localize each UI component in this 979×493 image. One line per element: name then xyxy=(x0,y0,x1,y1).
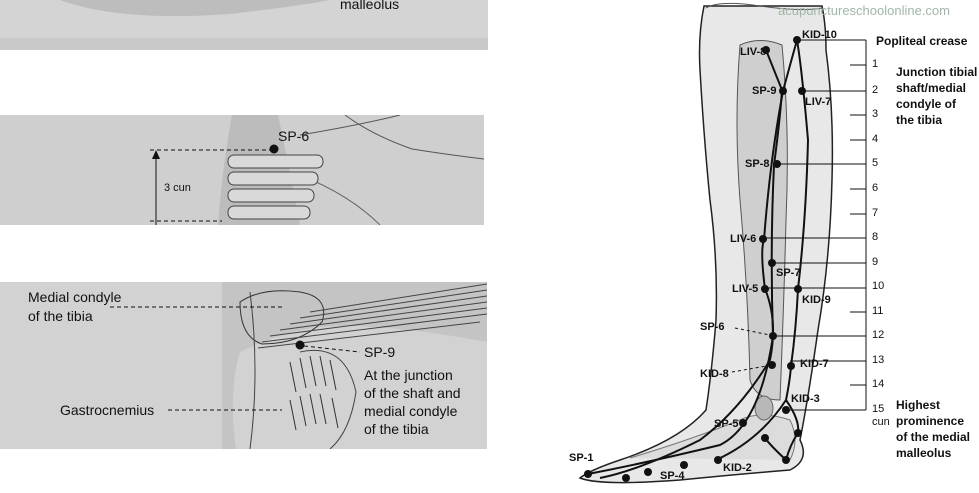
sp6-diagram-label: SP-6 xyxy=(700,321,725,333)
sp9-leader xyxy=(303,345,361,353)
scale-tick-3: 3 xyxy=(872,108,879,120)
scale-tick-9: 9 xyxy=(872,256,879,268)
sp9-note-line-1: At the junction xyxy=(364,367,453,383)
sp8-label: SP-8 xyxy=(745,158,770,170)
malleolus-label-line-1: Highest xyxy=(896,398,941,412)
scale-unit: cun xyxy=(872,416,890,428)
kid3-label: KID-3 xyxy=(791,393,820,405)
photo-panel-malleolus: malleolus xyxy=(0,0,488,50)
scale-tick-6: 6 xyxy=(872,182,879,194)
malleolus-label-line-4: malleolus xyxy=(896,446,952,460)
popliteal-crease-label: Popliteal crease xyxy=(876,34,968,48)
scale-tick-8: 8 xyxy=(872,231,879,243)
sp9-label: SP-9 xyxy=(364,344,396,360)
scale-tick-10: 10 xyxy=(872,280,885,292)
scale-tick-5: 5 xyxy=(872,157,879,169)
scale-tick-4: 4 xyxy=(872,133,879,145)
liv5-label: LIV-5 xyxy=(732,283,759,295)
condyle-label-line-1: Medial condyle xyxy=(28,289,122,305)
sp5-label: SP-5 xyxy=(714,418,739,430)
junction-label-line-2: shaft/medial xyxy=(896,81,967,95)
sp6-point-marker xyxy=(269,144,279,154)
scale-tick-11: 11 xyxy=(872,305,884,317)
kid9-label: KID-9 xyxy=(802,294,831,306)
sp9-point-marker xyxy=(295,340,305,350)
condyle-label-line-2: of the tibia xyxy=(28,308,93,324)
malleolus-bump xyxy=(754,395,774,421)
kid8-label: KID-8 xyxy=(700,368,729,380)
photo-panel-sp6: SP-6 3 cun xyxy=(0,115,484,225)
junction-label-line-3: condyle of xyxy=(896,97,957,111)
liv8-label: LIV-8 xyxy=(740,46,767,58)
sp9-note-line-3: medial condyle xyxy=(364,403,458,419)
sp6-label: SP-6 xyxy=(278,128,310,144)
acupoint-markers xyxy=(584,36,806,482)
scale-tick-7: 7 xyxy=(872,207,879,219)
kid7-label: KID-7 xyxy=(800,358,829,370)
sp7-label: SP-7 xyxy=(776,267,801,279)
photo-panel-sp9: Medial condyle of the tibia Gastrocnemiu… xyxy=(0,282,487,449)
watermark: acupunctureschoolonline.com xyxy=(778,3,950,18)
scale-tick-14: 14 xyxy=(872,378,885,390)
foot-photo-shape xyxy=(0,0,488,50)
gastrocnemius-label: Gastrocnemius xyxy=(60,402,155,418)
sp9-note-line-4: of the tibia xyxy=(364,421,429,437)
cun-scale-ticks xyxy=(764,39,866,411)
kid2-label: KID-2 xyxy=(723,462,752,474)
junction-label-line-1: Junction tibial xyxy=(896,65,978,79)
scale-tick-13: 13 xyxy=(872,354,885,366)
leg-outline xyxy=(578,5,834,484)
measure-label: 3 cun xyxy=(164,182,191,194)
sp9-diagram-label: SP-9 xyxy=(752,85,777,97)
junction-label-line-4: the tibia xyxy=(896,113,943,127)
tibia-shape xyxy=(736,40,788,401)
scale-tick-12: 12 xyxy=(872,329,885,341)
sp1-label: SP-1 xyxy=(569,452,594,464)
malleolus-label-line-2: prominence xyxy=(896,414,965,428)
kid10-label: KID-10 xyxy=(802,29,837,41)
liv6-label: LIV-6 xyxy=(730,233,757,245)
malleolus-label-line-3: of the medial xyxy=(896,430,971,444)
sp4-label: SP-4 xyxy=(660,470,685,482)
scale-tick-15: 15 xyxy=(872,403,885,415)
knee-photo-drawing xyxy=(110,282,487,449)
scale-tick-1: 1 xyxy=(872,58,879,70)
kidney-meridian-line xyxy=(715,39,810,461)
malleolus-caption: malleolus xyxy=(340,0,400,12)
hand-leg-photo-drawing xyxy=(150,115,484,225)
sp9-note-line-2: of the shaft and xyxy=(364,385,461,401)
scale-tick-2: 2 xyxy=(872,84,879,96)
liv7-label: LIV-7 xyxy=(805,96,832,108)
